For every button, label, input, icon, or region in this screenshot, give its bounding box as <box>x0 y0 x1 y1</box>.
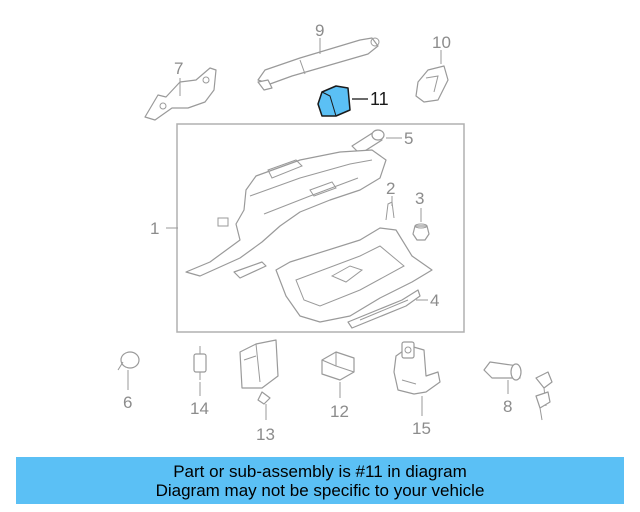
callout-8: 8 <box>503 397 512 416</box>
part-13-housing[interactable] <box>239 339 279 405</box>
callout-1: 1 <box>150 219 159 238</box>
callout-12: 12 <box>330 402 349 421</box>
callout-14: 14 <box>190 399 209 418</box>
callout-3: 3 <box>415 189 424 208</box>
banner-line-2: Diagram may not be specific to your vehi… <box>155 480 485 500</box>
part-15-lock-assembly[interactable] <box>393 341 441 395</box>
callout-10: 10 <box>432 33 451 52</box>
glovebox-bin[interactable] <box>233 227 433 323</box>
part-1-glovebox-door[interactable] <box>185 149 387 277</box>
part-5-cylinder[interactable] <box>351 129 385 155</box>
part-10-cap[interactable] <box>415 65 449 103</box>
callout-11: 11 <box>370 89 389 109</box>
parts-diagram: 1 2 3 4 5 6 7 8 9 10 11 12 13 14 15 <box>117 21 553 444</box>
callout-6: 6 <box>123 393 132 412</box>
banner-line-1: Part or sub-assembly is #11 in diagram <box>173 461 467 481</box>
callout-7: 7 <box>174 59 183 78</box>
part-6-clip[interactable] <box>117 351 140 371</box>
part-2-rod[interactable] <box>385 201 395 221</box>
callout-4: 4 <box>430 291 439 310</box>
callout-9: 9 <box>315 21 324 40</box>
part-8-lock-cylinder[interactable] <box>483 361 553 421</box>
part-11-highlighted[interactable] <box>317 85 351 117</box>
callout-13: 13 <box>256 425 275 444</box>
part-3-bumper[interactable] <box>412 223 430 241</box>
part-9-damper[interactable] <box>257 37 380 91</box>
callout-5: 5 <box>404 129 413 148</box>
part-4-seal[interactable] <box>347 289 421 329</box>
callout-2: 2 <box>386 179 395 198</box>
part-12-lamp[interactable] <box>321 351 355 381</box>
info-banner: Part or sub-assembly is #11 in diagram D… <box>16 457 624 504</box>
part-14-bulb[interactable] <box>193 346 207 380</box>
callout-15: 15 <box>412 419 431 438</box>
